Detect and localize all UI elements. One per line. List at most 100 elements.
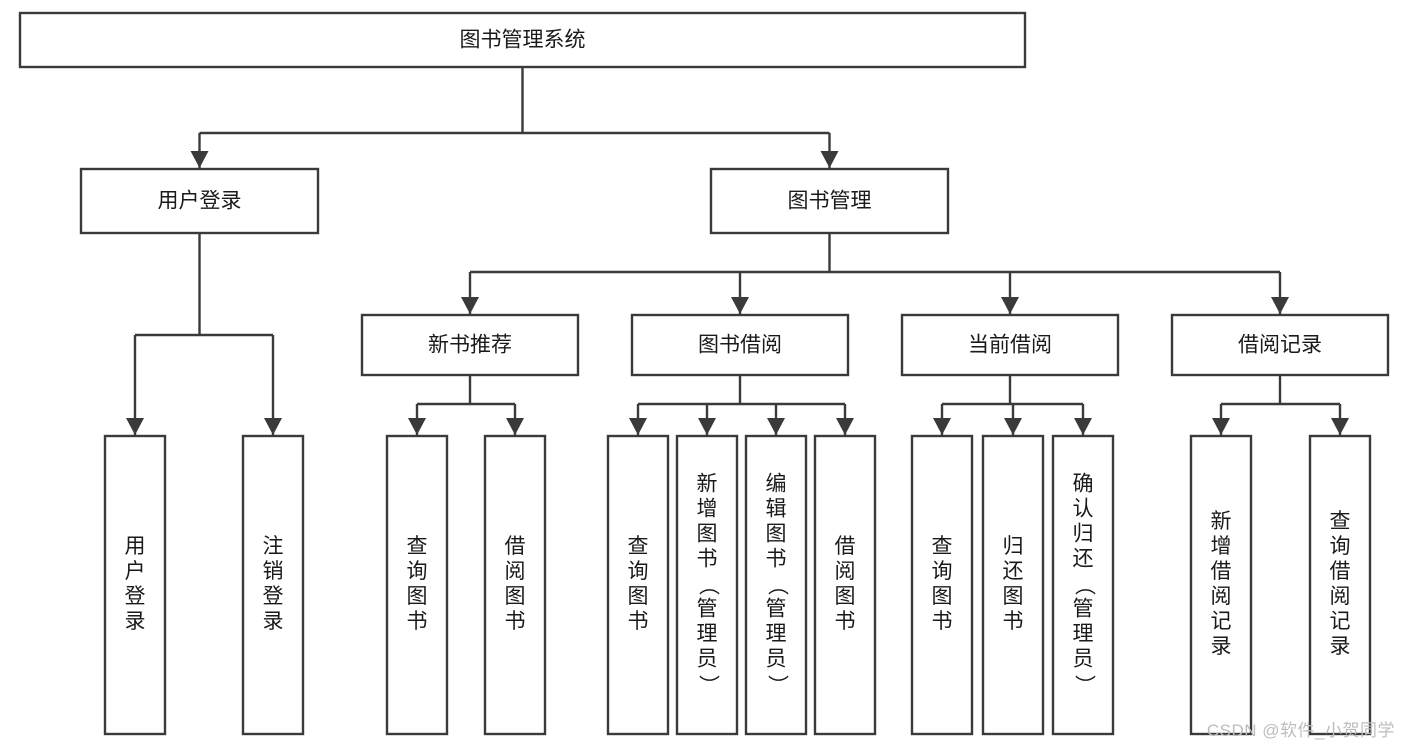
- arrow-head-icon: [1271, 297, 1289, 314]
- node-label: 当前借阅: [968, 334, 1052, 357]
- arrow-head-icon: [1074, 418, 1092, 435]
- node-label-char: 登: [125, 585, 146, 608]
- node-box: [360, 313, 580, 377]
- node-box: [606, 434, 670, 736]
- node-label-char: 管: [1073, 598, 1094, 621]
- node-label-char: 阅: [505, 560, 526, 583]
- node-label-char: 员: [697, 648, 718, 671]
- node-box: [675, 434, 739, 736]
- node-login[interactable]: 用户登录: [79, 167, 320, 235]
- node-box: [813, 434, 877, 736]
- arrow-head-icon: [698, 418, 716, 435]
- node-label-char: ）: [1072, 675, 1095, 696]
- node-box: [18, 11, 1027, 69]
- node-label-char: 管: [697, 598, 718, 621]
- node-label: 新书推荐: [428, 334, 512, 357]
- arrow-head-icon: [820, 151, 839, 168]
- node-label: 图书借阅: [698, 334, 782, 357]
- arrow-head-icon: [1001, 297, 1019, 314]
- node-label-char: 查: [628, 535, 649, 558]
- node-label-char: 编: [766, 473, 787, 496]
- node-label-char: 书: [407, 610, 428, 633]
- arrow-head-icon: [264, 418, 282, 435]
- connector-layer: [126, 67, 1349, 435]
- arrow-head-icon: [767, 418, 785, 435]
- node-box: [744, 434, 808, 736]
- arrow-head-icon: [408, 418, 426, 435]
- node-label-char: 还: [1003, 560, 1024, 583]
- node-box: [981, 434, 1045, 736]
- node-label-char: ）: [696, 675, 719, 696]
- node-label-char: 图: [932, 585, 953, 608]
- node-label-char: 理: [766, 623, 787, 646]
- node-label-char: 图: [766, 523, 787, 546]
- node-bookmgmt[interactable]: 图书管理: [709, 167, 950, 235]
- node-current[interactable]: 当前借阅: [900, 313, 1120, 377]
- node-label-char: 图: [1003, 585, 1024, 608]
- node-label-char: 录: [1211, 635, 1232, 658]
- node-label-char: 员: [1073, 648, 1094, 671]
- node-label-char: 图: [628, 585, 649, 608]
- node-label-char: 理: [1073, 623, 1094, 646]
- node-label-char: 图: [697, 523, 718, 546]
- node-label-char: 书: [1003, 610, 1024, 633]
- node-label-char: 录: [263, 610, 284, 633]
- node-label-char: 注: [263, 535, 284, 558]
- node-label: 图书管理系统: [460, 29, 586, 52]
- node-label-char: 书: [697, 548, 718, 571]
- node-label-char: 查: [1330, 510, 1351, 533]
- node-leaf-user-login[interactable]: 用户登录: [103, 434, 167, 736]
- node-label-char: （: [1072, 575, 1095, 596]
- node-label-char: 借: [835, 535, 856, 558]
- node-newbook[interactable]: 新书推荐: [360, 313, 580, 377]
- node-label-char: 管: [766, 598, 787, 621]
- node-label-char: 理: [697, 623, 718, 646]
- node-label-char: 录: [125, 610, 146, 633]
- node-label-char: 书: [932, 610, 953, 633]
- node-label-char: 查: [932, 535, 953, 558]
- node-label-char: 书: [766, 548, 787, 571]
- node-box: [241, 434, 305, 736]
- node-label-char: 图: [505, 585, 526, 608]
- node-label-char: 确: [1073, 473, 1094, 496]
- node-label-char: 销: [263, 560, 284, 583]
- node-label-char: 图: [835, 585, 856, 608]
- arrow-head-icon: [190, 151, 209, 168]
- node-label-char: 归: [1073, 523, 1094, 546]
- arrow-head-icon: [731, 297, 749, 314]
- node-root[interactable]: 图书管理系统: [18, 11, 1027, 69]
- node-box: [910, 434, 974, 736]
- node-box: [1308, 434, 1372, 736]
- node-layer: 图书管理系统用户登录图书管理新书推荐图书借阅当前借阅借阅记录用户登录注销登录查询…: [18, 11, 1390, 736]
- node-label-char: （: [765, 575, 788, 596]
- node-label-char: 借: [1211, 560, 1232, 583]
- node-box: [1051, 434, 1115, 736]
- node-borrow[interactable]: 图书借阅: [630, 313, 850, 377]
- node-label-char: 借: [505, 535, 526, 558]
- node-label-char: 还: [1073, 548, 1094, 571]
- node-label-char: 书: [628, 610, 649, 633]
- node-label-char: 辑: [766, 498, 787, 521]
- node-label: 图书管理: [788, 190, 872, 213]
- node-label-char: 书: [835, 610, 856, 633]
- node-label-char: 员: [766, 648, 787, 671]
- node-label: 用户登录: [158, 190, 242, 213]
- node-box: [483, 434, 547, 736]
- node-label-char: 录: [1330, 635, 1351, 658]
- arrow-head-icon: [836, 418, 854, 435]
- node-records[interactable]: 借阅记录: [1170, 313, 1390, 377]
